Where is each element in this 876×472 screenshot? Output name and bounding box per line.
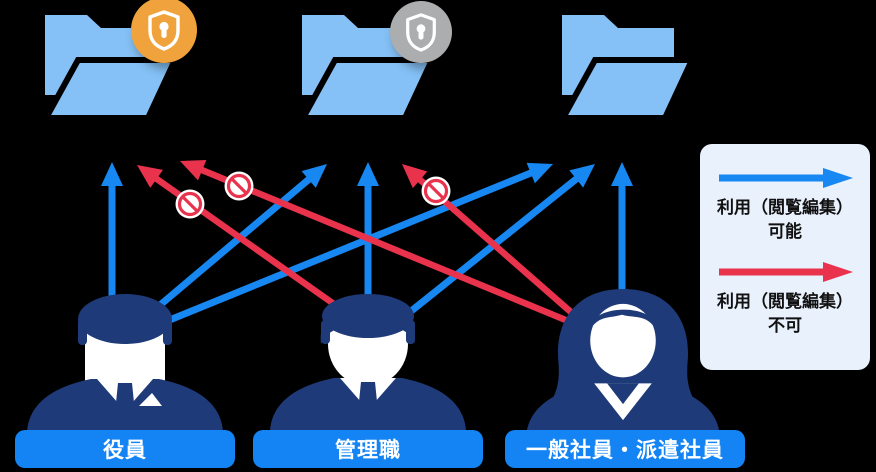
person-executive: [27, 294, 223, 432]
legend-item-allowed: 利用（閲覧編集） 可能: [715, 166, 855, 244]
label-staff: 一般社員・派遣社員: [505, 430, 745, 468]
arrow-executive-to-folder-1: [101, 162, 123, 312]
prohibition-icon: [224, 171, 254, 201]
arrow-staff-to-folder-3: [611, 162, 633, 310]
legend-denied-text: 利用（閲覧編集） 不可: [717, 292, 853, 335]
folder-icon: [40, 15, 180, 121]
label-executive: 役員: [15, 430, 235, 468]
person-staff: [526, 288, 720, 432]
arrow-staff-to-folder-2: [402, 164, 591, 330]
blue-arrow-icon: [719, 168, 853, 188]
red-arrow-icon: [719, 262, 853, 282]
label-manager: 管理職: [253, 430, 483, 468]
prohibition-icon: [421, 176, 451, 206]
arrow-manager-to-folder-2: [357, 162, 379, 312]
legend-allowed-text: 利用（閲覧編集） 可能: [717, 198, 853, 241]
prohibition-icon: [175, 189, 205, 219]
arrow-manager-to-folder-3: [397, 164, 595, 323]
person-manager: [270, 294, 466, 431]
legend-box: 利用（閲覧編集） 可能 利用（閲覧編集） 不可: [700, 144, 870, 370]
shield-lock-icon: [390, 1, 452, 63]
shield-lock-icon: [131, 0, 197, 63]
arrow-staff-to-folder-1: [180, 159, 587, 332]
folder-icon: [557, 15, 697, 121]
arrow-executive-to-folder-3: [143, 162, 553, 334]
legend-item-denied: 利用（閲覧編集） 不可: [715, 260, 855, 338]
folder-icon: [297, 15, 437, 121]
